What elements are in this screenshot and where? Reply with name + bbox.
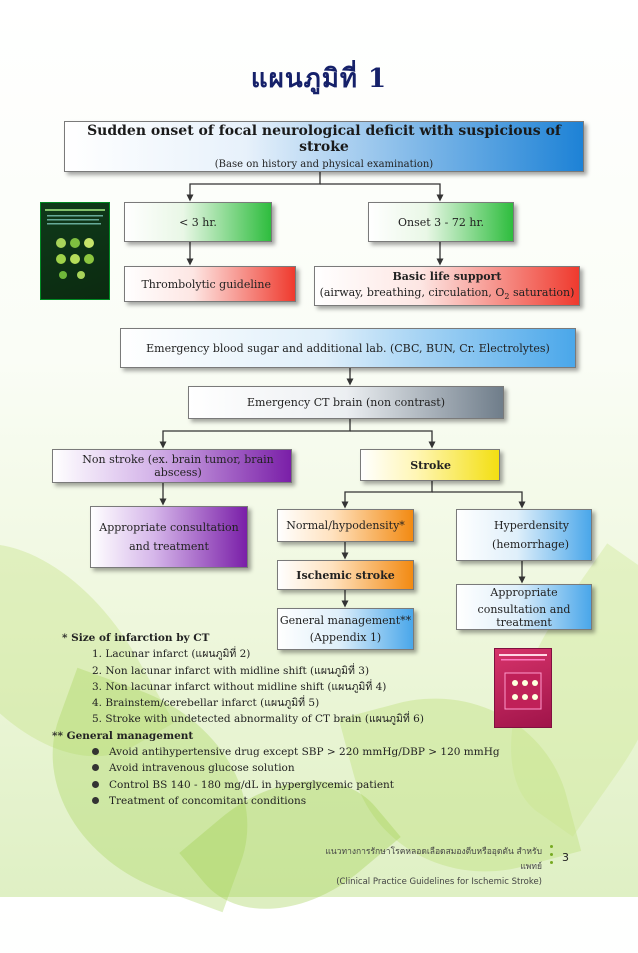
appropriate-consultation-line2: and treatment [129,540,209,553]
size-item: 3. Non lacunar infarct without midline s… [92,680,387,693]
size-item: 2. Non lacunar infarct with midline shif… [92,664,370,677]
appropriate-2-line2: consultation and treatment [477,602,571,629]
appropriate-consultation-line1: Appropriate consultation [99,521,239,534]
bullet-icon [92,764,99,772]
thrombolytic-box: Thrombolytic guideline [124,266,296,302]
page-number: 3 [562,851,569,864]
onset-3-72-label: Onset 3 - 72 hr. [397,215,484,229]
appropriate-2-line1: Appropriate [490,585,558,599]
hyperdensity-line2: (hemorrhage) [492,538,569,551]
red-book-cover-image [494,648,552,728]
general-bullet: Control BS 140 - 180 mg/dL in hyperglyce… [62,777,500,793]
non-stroke-label: Non stroke (ex. brain tumor, brain absce… [82,453,274,479]
footer-separator [550,845,553,869]
hyperdensity-line1: Hyperdensity [493,519,569,532]
footnotes: * Size of infarction by CT 1. Lacunar in… [52,630,500,809]
green-book-cover-image [40,202,110,300]
normal-hypodensity-box: Normal/hypodensity* [277,509,414,542]
blood-sugar-box: Emergency blood sugar and additional lab… [120,328,576,368]
onset-3-72-box: Onset 3 - 72 hr. [368,202,514,242]
lt3hr-label: < 3 hr. [179,215,217,229]
general-management-box: General management** (Appendix 1) [277,608,414,650]
general-management-line2: (Appendix 1) [309,631,382,644]
size-item: 1. Lacunar infarct (แผนภูมิที่ 2) [92,648,251,661]
footer-english: (Clinical Practice Guidelines for Ischem… [336,877,542,887]
general-heading: ** General management [52,729,194,742]
onset-title: Sudden onset of focal neurological defic… [87,123,561,155]
footer-thai: แนวทางการรักษาโรคหลอดเลือดสมองตีบหรืออุด… [325,847,542,872]
bullet-icon [92,780,99,788]
onset-box: Sudden onset of focal neurological defic… [64,121,584,172]
thrombolytic-label: Thrombolytic guideline [141,277,271,291]
non-stroke-box: Non stroke (ex. brain tumor, brain absce… [52,449,292,483]
onset-subtitle: (Base on history and physical examinatio… [214,159,434,170]
bullet-icon [92,796,99,804]
page-footer: แนวทางการรักษาโรคหลอดเลือดสมองตีบหรืออุด… [310,845,542,890]
stroke-box: Stroke [360,449,500,481]
normal-hypodensity-label: Normal/hypodensity* [286,519,405,532]
ct-brain-box: Emergency CT brain (non contrast) [188,386,504,419]
size-item: 5. Stroke with undetected abnormality of… [92,713,424,726]
general-bullet: Avoid intravenous glucose solution [62,760,500,776]
bls-title: Basic life support [392,270,502,284]
ischemic-stroke-label: Ischemic stroke [296,568,395,582]
hyperdensity-box: Hyperdensity (hemorrhage) [456,509,592,561]
general-bullet: Avoid antihypertensive drug except SBP >… [62,744,500,760]
appropriate-consultation-box: Appropriate consultation and treatment [90,506,248,568]
blood-sugar-label: Emergency blood sugar and additional lab… [146,341,550,355]
basic-life-support-box: Basic life support (airway, breathing, c… [314,266,580,306]
ct-brain-label: Emergency CT brain (non contrast) [247,396,445,409]
appropriate-consultation-2-box: Appropriate consultation and treatment [456,584,592,630]
ischemic-stroke-box: Ischemic stroke [277,560,414,590]
page-title: แผนภูมิที่ 1 [250,64,388,94]
bls-subtitle: (airway, breathing, circulation, O2 satu… [319,286,575,302]
size-item: 4. Brainstem/cerebellar infarct (แผนภูมิ… [92,697,320,710]
bullet-icon [92,748,99,756]
general-bullet: Treatment of concomitant conditions [62,793,500,809]
stroke-label: Stroke [410,458,451,472]
size-heading: * Size of infarction by CT [62,632,210,644]
flowchart-connectors [159,172,526,608]
lt3hr-box: < 3 hr. [124,202,272,242]
general-management-line1: General management** [279,614,412,627]
